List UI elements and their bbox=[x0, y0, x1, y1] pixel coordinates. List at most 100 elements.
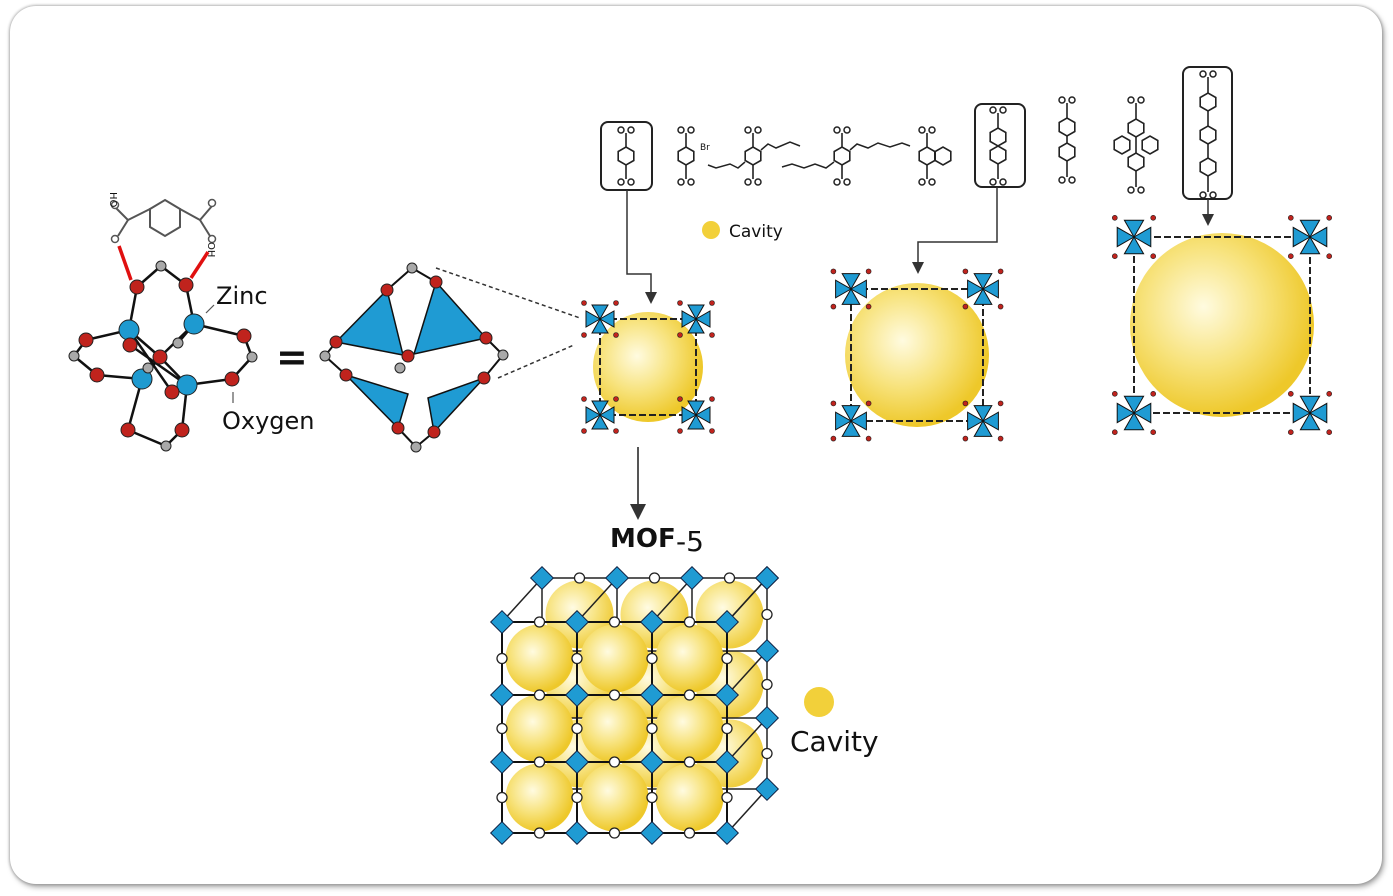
carboxyl-oxygen bbox=[1209, 70, 1217, 78]
zn-tetrahedron bbox=[835, 411, 853, 431]
zn-tetrahedron bbox=[849, 279, 867, 299]
oxygen-atom bbox=[1326, 429, 1332, 436]
cavity-sphere bbox=[505, 694, 574, 763]
cavity-label-small: Cavity bbox=[729, 222, 783, 242]
zn-tetrahedron bbox=[585, 310, 602, 328]
aromatic-ring bbox=[989, 127, 1007, 147]
oxygen-atom bbox=[1150, 429, 1156, 436]
aromatic-ring bbox=[918, 146, 936, 166]
aromatic-ring bbox=[1127, 118, 1145, 138]
zn-cluster-node bbox=[639, 749, 665, 775]
carbon-atom bbox=[68, 350, 80, 362]
zinc-atom bbox=[176, 374, 198, 396]
aromatic-ring bbox=[1113, 135, 1131, 155]
zn-tetrahedron bbox=[1292, 402, 1312, 424]
zn-tetrahedron bbox=[591, 413, 609, 430]
oxygen-atom bbox=[1112, 390, 1118, 397]
linker-node bbox=[608, 689, 621, 701]
zn-cluster-node bbox=[754, 638, 780, 664]
zn-tetrahedron bbox=[835, 279, 853, 299]
oxygen-atom bbox=[1112, 215, 1118, 221]
oxygen-atom bbox=[1112, 253, 1118, 260]
oxygen-atom bbox=[865, 435, 872, 442]
linker-node bbox=[533, 756, 546, 768]
oxygen-atom bbox=[830, 400, 837, 407]
zn-tetrahedron bbox=[591, 317, 609, 334]
oxygen-atom bbox=[1288, 253, 1294, 260]
zn-cluster-node bbox=[639, 609, 665, 635]
oxygen-atom bbox=[962, 400, 969, 407]
aromatic-ring bbox=[744, 146, 762, 166]
oxygen-atom bbox=[997, 303, 1004, 310]
linker-highlight-box-1 bbox=[600, 121, 653, 191]
aromatic-ring bbox=[1058, 117, 1076, 137]
zn-tetrahedron bbox=[591, 400, 609, 417]
carboxyl-oxygen bbox=[744, 126, 752, 134]
oxygen-atom bbox=[709, 300, 715, 306]
cavity-sphere bbox=[580, 694, 649, 763]
lattice-edge bbox=[726, 788, 768, 834]
zn-tetrahedron bbox=[981, 411, 999, 431]
carbon-atom bbox=[410, 441, 422, 453]
carboxyl-oxygen bbox=[754, 126, 762, 134]
zn-tetrahedron bbox=[334, 288, 405, 356]
carboxyl-oxygen bbox=[1137, 186, 1145, 194]
zn-cluster-node bbox=[564, 820, 590, 846]
aromatic-ring bbox=[677, 146, 695, 166]
carboxyl-oxygen bbox=[617, 126, 625, 134]
cavity-sphere bbox=[655, 763, 724, 832]
carbon-atom bbox=[406, 262, 418, 274]
oxygen-atom bbox=[1326, 390, 1332, 397]
zn-cluster-node bbox=[639, 820, 665, 846]
carboxyl-oxygen bbox=[1127, 186, 1135, 194]
zn-cluster-node bbox=[564, 682, 590, 708]
linker-node bbox=[683, 616, 696, 628]
carboxyl-oxygen bbox=[627, 126, 635, 134]
oxygen-atom bbox=[1112, 429, 1118, 436]
carboxyl-oxygen bbox=[754, 178, 762, 186]
carboxyl-oxygen bbox=[843, 126, 851, 134]
zn-tetrahedron bbox=[841, 273, 861, 291]
alkoxy-chain bbox=[707, 161, 746, 169]
zn-tetrahedron bbox=[1132, 402, 1152, 424]
linker-node bbox=[571, 791, 583, 804]
zn-tetrahedron bbox=[681, 406, 698, 424]
lattice-edge bbox=[726, 577, 768, 623]
linker-node bbox=[496, 652, 508, 665]
alkoxy-chain bbox=[781, 161, 835, 169]
zn-tetrahedron bbox=[687, 304, 705, 321]
oxygen-atom bbox=[581, 332, 587, 338]
carboxyl-oxygen bbox=[928, 178, 936, 186]
linker-node bbox=[761, 608, 773, 621]
arrow-linker-1 bbox=[626, 190, 657, 304]
oxygen-atom bbox=[962, 303, 969, 310]
zn-tetrahedron bbox=[1299, 219, 1321, 239]
zn-tetrahedron bbox=[973, 405, 993, 423]
oxygen-atom bbox=[865, 303, 872, 310]
linker-row bbox=[600, 66, 1233, 200]
zn-cluster-node bbox=[604, 565, 630, 591]
zn-tetrahedron bbox=[1116, 402, 1136, 424]
carboxyl-oxygen bbox=[1058, 96, 1066, 104]
aromatic-ring bbox=[989, 145, 1007, 165]
zn-cluster-node bbox=[489, 749, 515, 775]
oxygen-atom bbox=[613, 300, 619, 306]
carboxyl-oxygen bbox=[843, 178, 851, 186]
carbon-atom bbox=[142, 362, 154, 374]
mof-name: MOF bbox=[610, 524, 676, 554]
oxygen-atom bbox=[339, 368, 353, 382]
zn-tetrahedron bbox=[598, 310, 615, 328]
mof5-lattice bbox=[489, 565, 780, 846]
oxygen-atom bbox=[581, 300, 587, 306]
zn-tetrahedron bbox=[841, 405, 861, 423]
linker-node bbox=[721, 652, 733, 665]
hydroxyl-label-right: OH bbox=[205, 242, 216, 257]
oxygen-atom bbox=[677, 428, 683, 434]
oxygen-atom bbox=[1150, 390, 1156, 397]
cavity-sphere bbox=[580, 763, 649, 832]
zn-tetrahedron bbox=[981, 279, 999, 299]
oxygen-atom bbox=[78, 332, 94, 348]
carboxyl-oxygen bbox=[687, 178, 695, 186]
oxygen-atom bbox=[830, 303, 837, 310]
zn-tetrahedron bbox=[1299, 235, 1321, 255]
